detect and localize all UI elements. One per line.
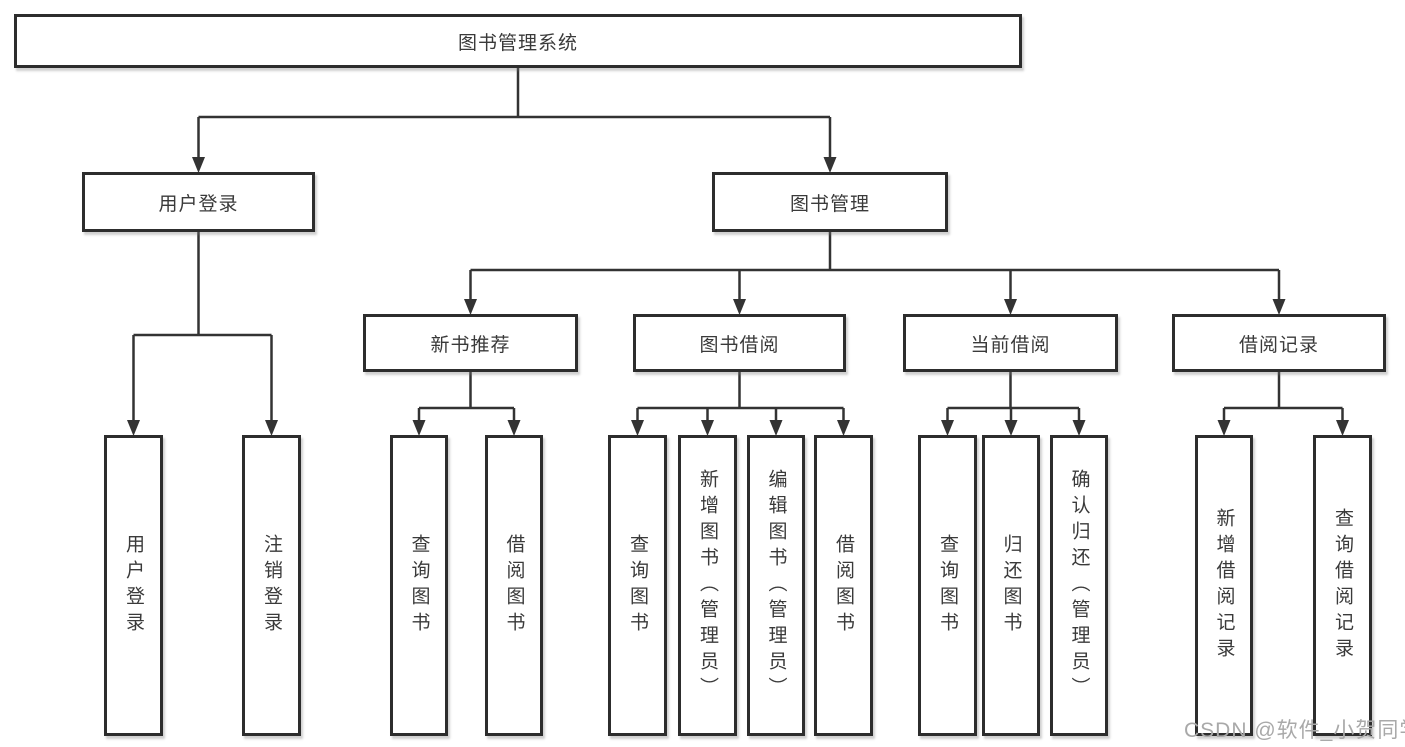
node-label-br-query-record: 查询借阅记录 <box>1332 507 1353 664</box>
node-current-borrow: 当前借阅 <box>903 314 1118 372</box>
node-label-book-management: 图书管理 <box>789 193 870 215</box>
node-cb-return-books: 归还图书 <box>982 435 1040 736</box>
watermark-text: CSDN @软件_小贺同学 <box>1184 719 1405 742</box>
node-label-user-login: 用户登录 <box>158 193 239 215</box>
node-bb-edit-books: 编辑图书（管理员） <box>747 435 805 736</box>
node-label-nbr-borrow-books: 借阅图书 <box>503 533 525 638</box>
node-book-borrow: 图书借阅 <box>633 314 846 372</box>
node-label-borrow-records: 借阅记录 <box>1238 334 1319 356</box>
node-new-book-recommend: 新书推荐 <box>363 314 578 372</box>
node-label-cb-confirm-return: 确认归还（管理员） <box>1068 468 1090 703</box>
node-label-new-book-recommend: 新书推荐 <box>430 334 511 356</box>
node-label-br-add-record: 新增借阅记录 <box>1213 507 1235 664</box>
node-book-management: 图书管理 <box>712 172 948 232</box>
node-label-bb-query-books: 查询图书 <box>627 533 648 638</box>
node-label-user-login-leaf: 用户登录 <box>123 533 144 638</box>
node-logout-leaf: 注销登录 <box>242 435 301 736</box>
node-bb-borrow-books: 借阅图书 <box>814 435 873 736</box>
node-br-add-record: 新增借阅记录 <box>1195 435 1253 736</box>
node-label-cb-return-books: 归还图书 <box>1000 533 1022 638</box>
node-label-current-borrow: 当前借阅 <box>970 334 1051 356</box>
node-label-cb-query-books: 查询图书 <box>937 533 958 638</box>
node-bb-add-books: 新增图书（管理员） <box>678 435 737 736</box>
node-label-logout-leaf: 注销登录 <box>261 533 282 638</box>
node-bb-query-books: 查询图书 <box>608 435 667 736</box>
node-label-bb-edit-books: 编辑图书（管理员） <box>765 468 787 703</box>
node-cb-query-books: 查询图书 <box>918 435 977 736</box>
node-user-login-leaf: 用户登录 <box>104 435 163 736</box>
node-nbr-borrow-books: 借阅图书 <box>485 435 543 736</box>
node-root: 图书管理系统 <box>14 14 1022 68</box>
node-br-query-record: 查询借阅记录 <box>1313 435 1372 736</box>
node-label-bb-add-books: 新增图书（管理员） <box>697 468 718 703</box>
node-user-login: 用户登录 <box>82 172 315 232</box>
node-label-root: 图书管理系统 <box>457 32 578 54</box>
node-nbr-query-books: 查询图书 <box>390 435 448 736</box>
node-label-nbr-query-books: 查询图书 <box>408 533 430 638</box>
node-borrow-records: 借阅记录 <box>1172 314 1386 372</box>
node-cb-confirm-return: 确认归还（管理员） <box>1050 435 1108 736</box>
node-label-book-borrow: 图书借阅 <box>699 334 780 356</box>
node-label-bb-borrow-books: 借阅图书 <box>833 533 854 638</box>
